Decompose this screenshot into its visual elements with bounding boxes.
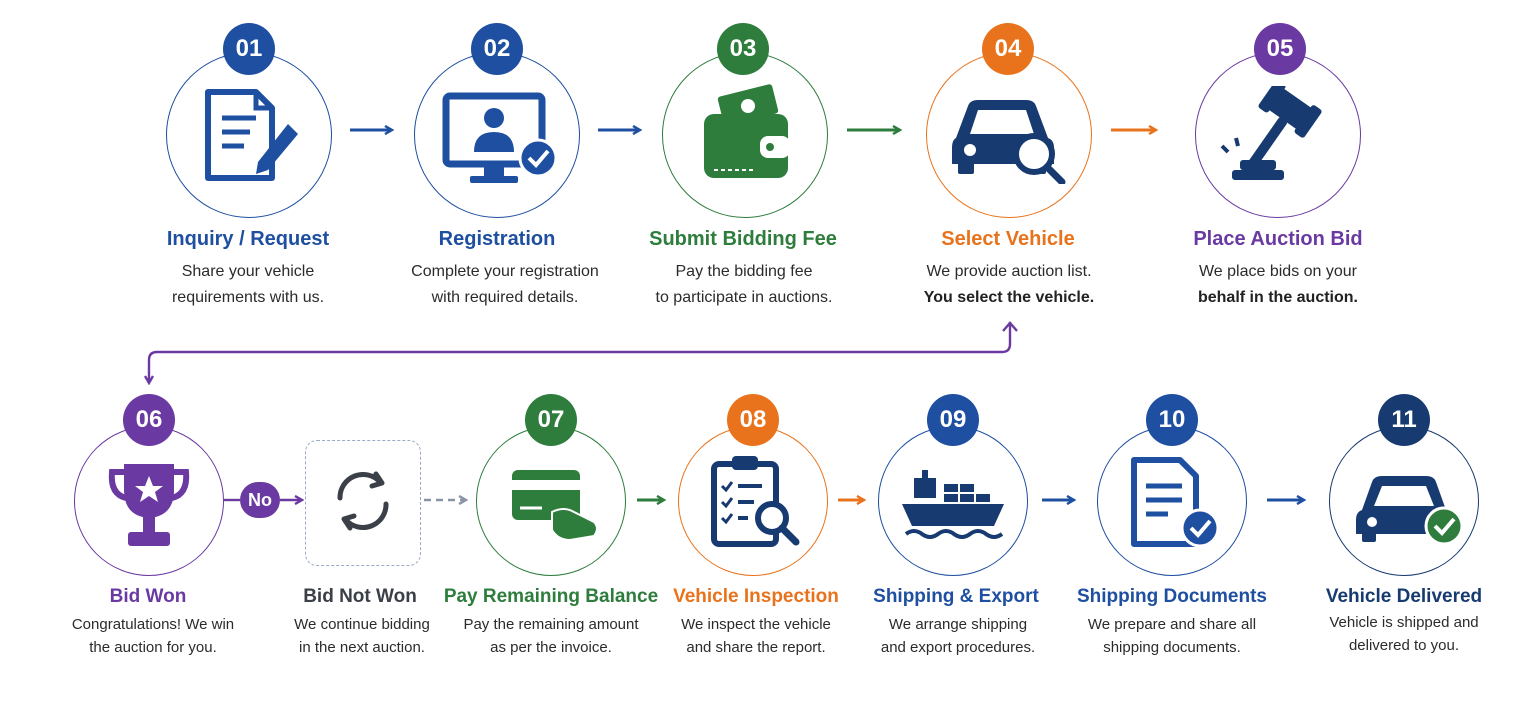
car-check-icon — [1356, 476, 1464, 546]
car-search-icon — [952, 100, 1066, 184]
step-number-badge: 05 — [1254, 23, 1306, 75]
step-title: Place Auction Bid — [1193, 228, 1363, 250]
step-number-badge: 07 — [525, 394, 577, 446]
step-title: Bid Not Won — [303, 586, 417, 607]
step-title: Select Vehicle — [941, 228, 1075, 250]
arrow-loop-to-6 — [149, 322, 1012, 383]
step-number-badge: 08 — [727, 394, 779, 446]
wallet-money-icon — [704, 84, 790, 178]
step-title: Shipping & Export — [873, 586, 1039, 607]
step-title: Vehicle Delivered — [1325, 586, 1483, 607]
gavel-icon — [1220, 86, 1322, 180]
step-title: Vehicle Inspection — [673, 586, 839, 607]
step-number-badge: 11 — [1378, 394, 1430, 446]
card-payment-icon — [512, 470, 598, 542]
step-number-badge: 01 — [223, 23, 275, 75]
dashed-box — [305, 440, 421, 566]
monitor-user-check-icon — [442, 92, 558, 183]
trophy-icon — [108, 464, 190, 546]
no-branch-badge: No — [240, 482, 280, 518]
cargo-ship-icon — [902, 470, 1004, 539]
step-description: We provide auction list.You select the v… — [923, 263, 1095, 306]
step-circle — [166, 52, 332, 218]
step-title: Registration — [438, 228, 556, 250]
document-check-icon — [1131, 457, 1220, 548]
step-title: Inquiry / Request — [166, 228, 330, 250]
step-number-badge: 04 — [982, 23, 1034, 75]
refresh-icon — [337, 471, 389, 531]
step-number-badge: 09 — [927, 394, 979, 446]
step-number-badge: 06 — [123, 394, 175, 446]
step-title: Pay Remaining Balance — [443, 586, 659, 607]
clipboard-inspect-icon — [711, 456, 800, 547]
document-pencil-icon — [205, 89, 298, 181]
step-number-badge: 02 — [471, 23, 523, 75]
step-title: Shipping Documents — [1077, 586, 1267, 607]
step-number-badge: 10 — [1146, 394, 1198, 446]
step-title: Submit Bidding Fee — [649, 228, 837, 250]
step-number-badge: 03 — [717, 23, 769, 75]
step-title: Bid Won — [109, 586, 187, 607]
